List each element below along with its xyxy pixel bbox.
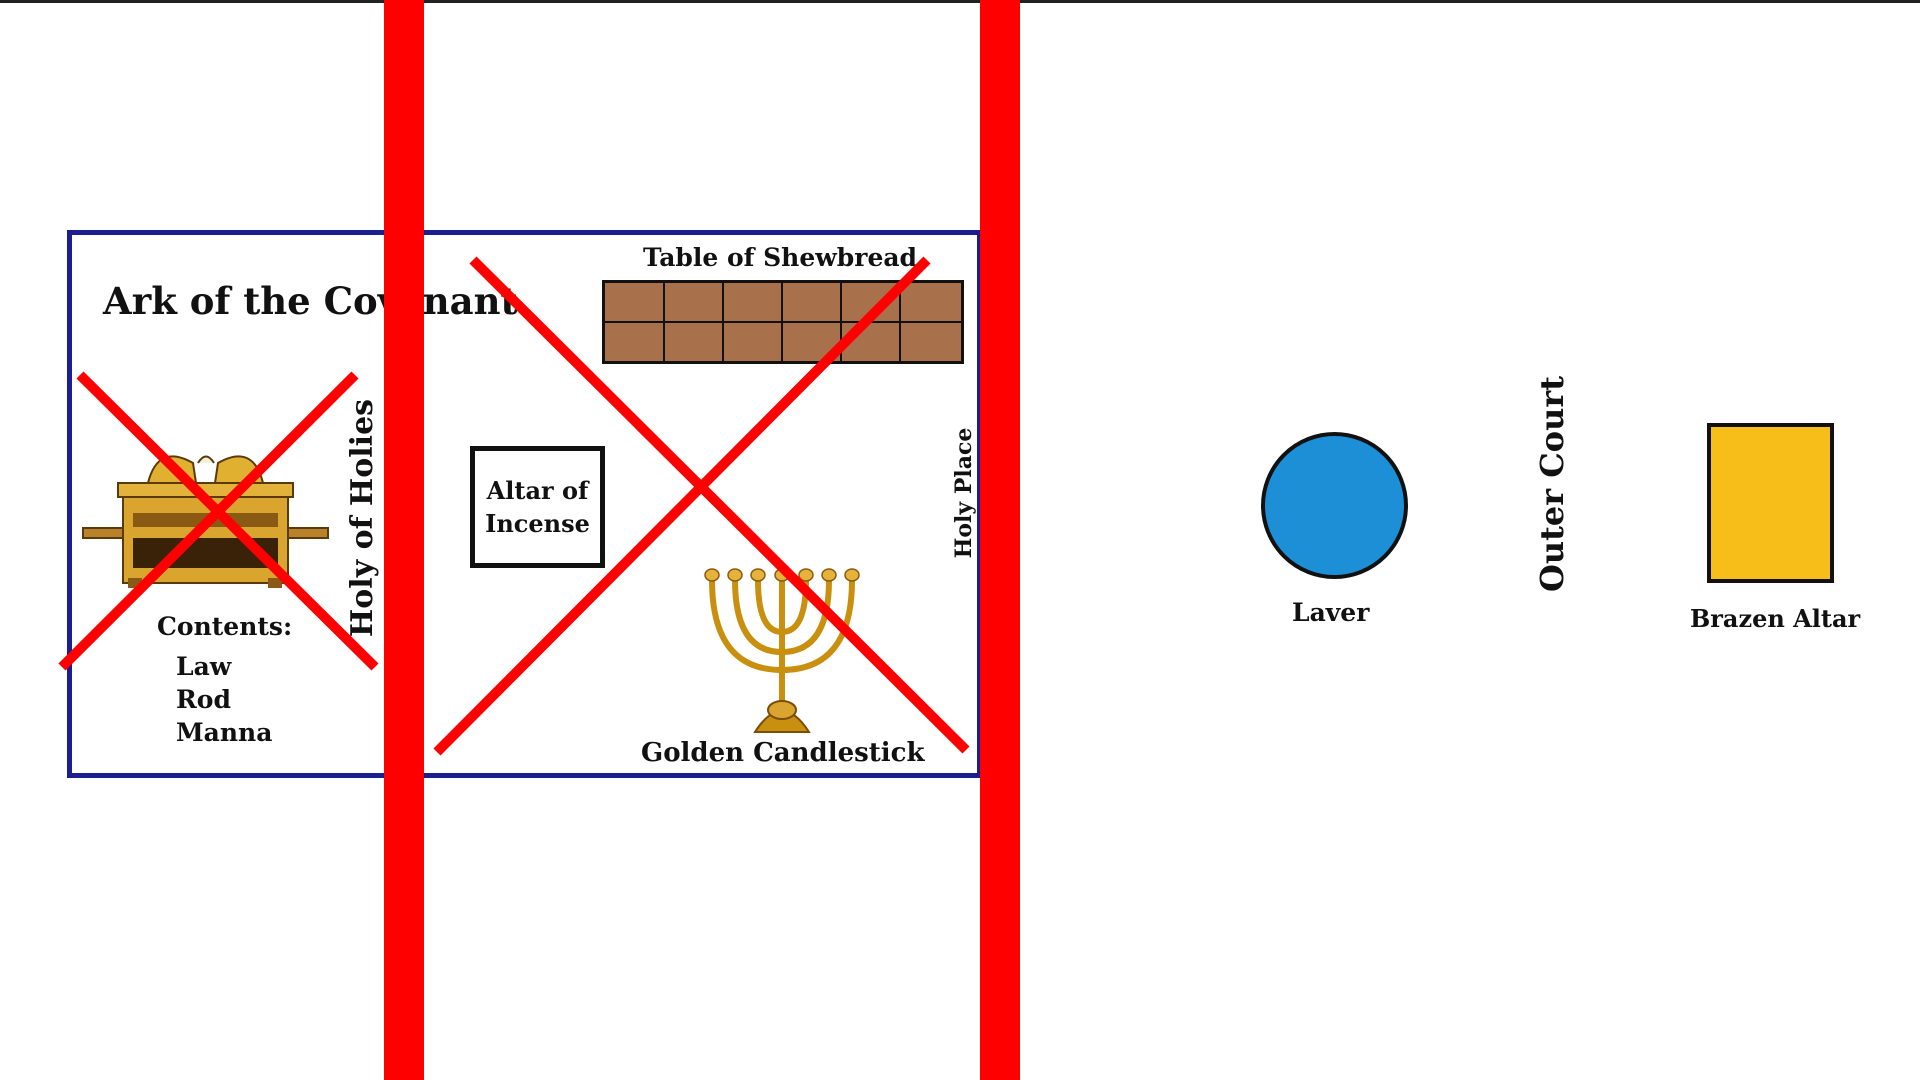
- altar-of-incense: Altar of Incense: [470, 446, 605, 568]
- laver-label: Laver: [1292, 598, 1370, 627]
- contents-title: Contents:: [157, 612, 293, 641]
- ark-strike-line-2: [58, 371, 359, 671]
- table-of-shewbread: [602, 280, 964, 364]
- top-border-line: [0, 0, 1920, 3]
- holy-place-strike-line-1: [469, 256, 970, 754]
- holy-place-strike-line-2: [433, 256, 931, 756]
- table-of-shewbread-label: Table of Shewbread: [643, 243, 918, 272]
- brazen-altar-label: Brazen Altar: [1690, 604, 1861, 633]
- contents-item-rod: Rod: [176, 685, 231, 714]
- red-divider-bar-left: [384, 0, 424, 1080]
- contents-item-manna: Manna: [176, 718, 273, 747]
- altar-of-incense-label: Altar of Incense: [485, 476, 590, 538]
- ark-strike-line-1: [76, 371, 379, 671]
- laver-circle: [1261, 432, 1408, 579]
- golden-candlestick-label: Golden Candlestick: [641, 738, 925, 768]
- contents-list: Law Rod Manna: [176, 650, 272, 749]
- red-divider-bar-right: [980, 0, 1020, 1080]
- menorah-icon: [704, 568, 860, 733]
- brazen-altar-rect: [1707, 423, 1834, 583]
- contents-item-law: Law: [176, 652, 232, 681]
